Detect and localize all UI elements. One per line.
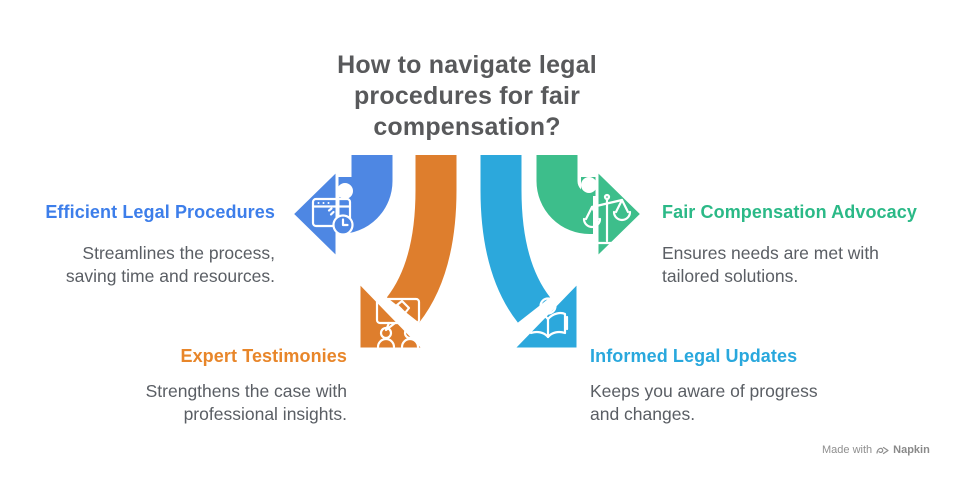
item-description-expert-testimonies: Strengthens the case with professional i… [145,381,347,424]
arrow-efficient-legal-procedures [290,155,393,260]
arrow-shaft [386,155,457,323]
scales-of-justice-icon [582,193,632,245]
item-description-fair-compensation-advocacy: Ensures needs are met with tailored solu… [662,243,879,286]
napkin-watermark: Made with Napkin [822,443,930,457]
arrow-fair-compensation-advocacy [536,155,644,260]
arrow-informed-legal-updates [480,155,580,351]
napkin-logo-icon [876,446,889,454]
arrow-shaft [536,155,593,234]
page-title: How to navigate legal procedures for fai… [337,51,597,141]
testimony-speech-icon [375,297,421,349]
arrow-head [290,168,339,260]
watermark-prefix: Made with [822,444,873,456]
arrow-head [595,168,644,260]
arrow-shaft [480,155,551,323]
reading-updates-icon [527,297,569,339]
arrow-curl-notch [581,177,597,193]
item-heading-informed-legal-updates: Informed Legal Updates [590,346,798,366]
item-heading-fair-compensation-advocacy: Fair Compensation Advocacy [662,202,917,222]
browser-clock-icon [311,197,354,236]
item-heading-efficient-legal-procedures: Efficient Legal Procedures [45,202,275,222]
item-description-informed-legal-updates: Keeps you aware of progress and changes. [590,381,818,424]
arrow-expert-testimonies [357,155,457,351]
arrow-shaft [338,155,393,234]
item-heading-expert-testimonies: Expert Testimonies [180,346,347,366]
arrow-head [357,280,426,351]
item-description-efficient-legal-procedures: Streamlines the process, saving time and… [65,243,275,286]
watermark-brand: Napkin [893,444,930,456]
arrow-curl-notch [337,183,353,199]
